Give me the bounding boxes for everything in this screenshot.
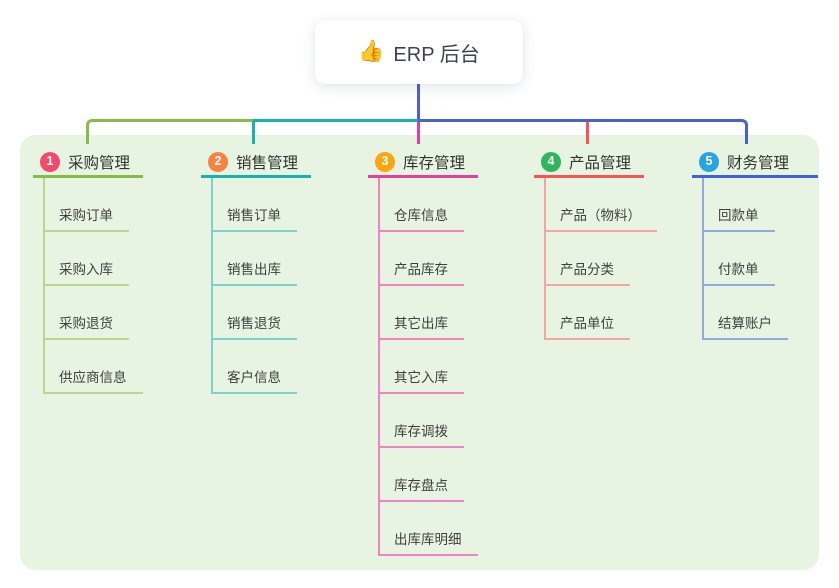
child-node[interactable]: 产品分类	[546, 232, 630, 286]
branch-label: 库存管理	[403, 154, 466, 172]
child-node[interactable]: 销售出库	[213, 232, 297, 286]
branch-title-sales[interactable]: 2 销售管理	[201, 148, 311, 178]
child-node[interactable]: 产品单位	[546, 286, 630, 340]
mindmap-canvas-panel	[20, 135, 819, 570]
child-node[interactable]: 采购入库	[45, 232, 129, 286]
connector-root-stub	[417, 84, 420, 120]
connector-branch-product-drop	[586, 122, 589, 144]
child-node[interactable]: 产品库存	[380, 232, 464, 286]
branch-title-product[interactable]: 4 产品管理	[534, 148, 644, 178]
child-node[interactable]: 库存调拨	[380, 394, 464, 448]
connector-branch-finance	[418, 119, 748, 144]
thumbs-up-icon: 👍	[358, 40, 385, 63]
child-node[interactable]: 其它出库	[380, 286, 464, 340]
child-node[interactable]: 库存盘点	[380, 448, 464, 502]
child-node[interactable]: 付款单	[704, 232, 775, 286]
branch-title-purchase[interactable]: 1 采购管理	[33, 148, 143, 178]
child-node[interactable]: 采购退货	[45, 286, 129, 340]
connector-branch-sales-horizontal	[253, 119, 418, 122]
branch-label: 财务管理	[727, 154, 790, 172]
branch-number-badge: 2	[208, 151, 228, 172]
child-node[interactable]: 回款单	[704, 178, 775, 232]
connector-branch-purchase	[86, 119, 253, 144]
child-node[interactable]: 结算账户	[704, 286, 788, 340]
branch-inventory: 3 库存管理 仓库信息 产品库存 其它出库 其它入库 库存调拨 库存盘点 出库库…	[368, 148, 478, 556]
child-node[interactable]: 采购订单	[45, 178, 129, 232]
branch-product: 4 产品管理 产品（物料） 产品分类 产品单位	[534, 148, 657, 340]
branch-sales: 2 销售管理 销售订单 销售出库 销售退货 客户信息	[201, 148, 311, 394]
branch-children-sales: 销售订单 销售出库 销售退货 客户信息	[211, 178, 297, 394]
root-node-label: ERP 后台	[393, 43, 480, 66]
branch-title-inventory[interactable]: 3 库存管理	[368, 148, 478, 178]
branch-number-badge: 1	[40, 151, 60, 172]
branch-label: 产品管理	[569, 154, 632, 172]
connector-branch-inventory-drop	[417, 122, 420, 144]
connector-branch-sales-drop	[252, 121, 255, 144]
branch-label: 采购管理	[68, 154, 131, 172]
branch-label: 销售管理	[236, 154, 299, 172]
branch-children-finance: 回款单 付款单 结算账户	[702, 178, 788, 340]
branch-children-product: 产品（物料） 产品分类 产品单位	[544, 178, 657, 340]
child-node[interactable]: 其它入库	[380, 340, 464, 394]
child-node[interactable]: 销售退货	[213, 286, 297, 340]
branch-number-badge: 4	[541, 151, 561, 172]
child-node[interactable]: 销售订单	[213, 178, 297, 232]
branch-title-finance[interactable]: 5 财务管理	[692, 148, 818, 178]
branch-finance: 5 财务管理 回款单 付款单 结算账户	[692, 148, 818, 340]
root-node-erp-backend[interactable]: 👍 ERP 后台	[315, 20, 523, 84]
child-node[interactable]: 供应商信息	[45, 340, 143, 394]
branch-children-purchase: 采购订单 采购入库 采购退货 供应商信息	[43, 178, 143, 394]
branch-number-badge: 3	[375, 151, 395, 172]
branch-purchase: 1 采购管理 采购订单 采购入库 采购退货 供应商信息	[33, 148, 143, 394]
child-node[interactable]: 仓库信息	[380, 178, 464, 232]
child-node[interactable]: 客户信息	[213, 340, 297, 394]
branch-children-inventory: 仓库信息 产品库存 其它出库 其它入库 库存调拨 库存盘点 出库库明细	[378, 178, 478, 556]
child-node[interactable]: 产品（物料）	[546, 178, 657, 232]
child-node[interactable]: 出库库明细	[380, 502, 478, 556]
branch-number-badge: 5	[699, 151, 719, 172]
